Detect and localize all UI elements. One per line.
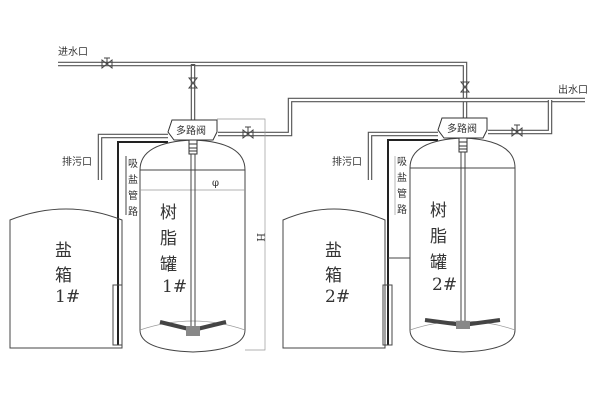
svg-text:脂: 脂	[160, 229, 177, 249]
brine-line-2	[387, 139, 438, 345]
brine-line-label-1: 吸 盐 管 路	[128, 159, 138, 218]
drain-pipe-1	[97, 133, 168, 180]
svg-text:盐: 盐	[128, 173, 138, 186]
svg-text:盐: 盐	[397, 171, 407, 184]
svg-text:罐: 罐	[160, 255, 177, 275]
gate-valve-icon	[242, 126, 254, 140]
valve-label-1: 多路阀	[176, 124, 206, 137]
resin-tank-label-1: 树 脂 罐 1#	[160, 203, 187, 297]
resin-tank-1	[139, 139, 246, 353]
svg-text:树: 树	[430, 201, 447, 221]
svg-text:1#: 1#	[55, 287, 80, 307]
height-label: H	[254, 233, 265, 242]
svg-text:管: 管	[397, 187, 407, 200]
svg-text:吸: 吸	[128, 159, 138, 170]
inlet-pipe	[58, 61, 468, 121]
svg-text:路: 路	[397, 203, 407, 216]
drain-label-1: 排污口	[62, 155, 92, 168]
svg-text:2#: 2#	[432, 275, 457, 295]
brine-line-label-2: 吸 盐 管 路	[397, 157, 407, 216]
height-dimension	[217, 118, 266, 351]
svg-text:盐: 盐	[325, 241, 342, 261]
svg-text:箱: 箱	[325, 266, 342, 286]
multiport-valve-1	[167, 119, 218, 141]
svg-text:盐: 盐	[55, 241, 72, 261]
outlet-pipe	[218, 97, 585, 137]
gate-valve-icon	[187, 77, 199, 89]
salt-tank-1	[9, 208, 123, 349]
valve-label-2: 多路阀	[447, 122, 477, 135]
salt-tank-2	[282, 208, 386, 349]
svg-text:1#: 1#	[162, 277, 187, 297]
drain-pipe-2	[367, 131, 438, 180]
svg-text:脂: 脂	[430, 227, 447, 247]
salt-tank-label-1: 盐 箱 1#	[55, 241, 80, 307]
gate-valve-icon	[459, 81, 471, 93]
outlet-label: 出水口	[558, 83, 588, 96]
svg-text:2#: 2#	[325, 287, 350, 307]
salt-tank-label-2: 盐 箱 2#	[325, 241, 350, 307]
svg-text:管: 管	[128, 189, 138, 202]
diameter-label: φ	[212, 178, 219, 189]
brine-well-2	[382, 284, 393, 346]
svg-text:罐: 罐	[430, 253, 447, 273]
svg-text:树: 树	[160, 203, 177, 223]
svg-text:箱: 箱	[55, 266, 72, 286]
resin-tank-label-2: 树 脂 罐 2#	[430, 201, 457, 295]
svg-text:路: 路	[128, 205, 138, 218]
gate-valve-icon	[101, 57, 113, 70]
svg-text:吸: 吸	[397, 157, 407, 168]
drain-label-2: 排污口	[332, 155, 362, 168]
riser-pipe-1	[159, 139, 227, 336]
brine-line-1	[117, 141, 168, 345]
gate-valve-icon	[511, 124, 523, 138]
multiport-valve-2	[437, 117, 488, 139]
inlet-label: 进水口	[58, 46, 88, 58]
